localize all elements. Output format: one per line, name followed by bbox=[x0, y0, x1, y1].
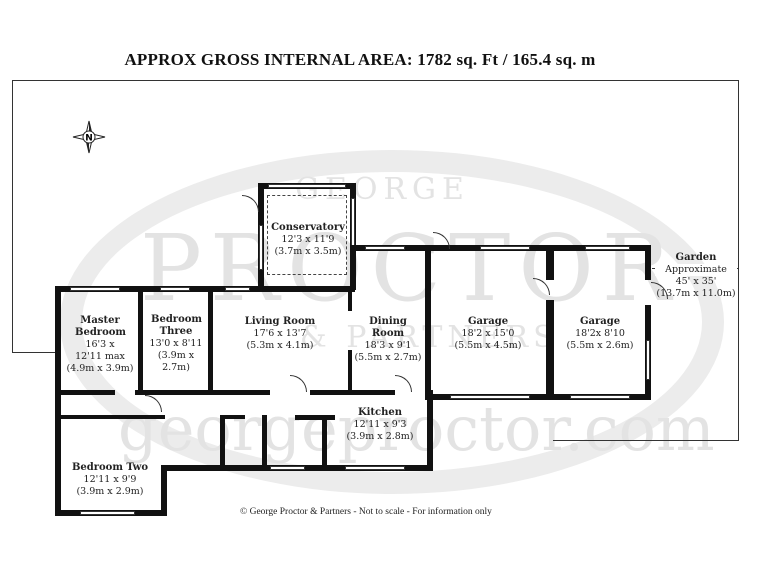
copyright-footer: © George Proctor & Partners - Not to sca… bbox=[240, 507, 492, 517]
garden-size-imperial: 45' x 35' bbox=[675, 276, 717, 287]
window bbox=[80, 511, 135, 515]
garden-label: Garden Approximate 45' x 35' (13.7m x 11… bbox=[655, 252, 737, 300]
garden-name: Garden bbox=[675, 252, 717, 263]
wall bbox=[220, 415, 245, 419]
wall bbox=[546, 250, 554, 280]
room-name: Kitchen bbox=[357, 407, 403, 418]
room-master-bedroom: Master Bedroom 16'3 x 12'11 max (4.9m x … bbox=[62, 315, 138, 375]
wall bbox=[427, 390, 433, 471]
room-name: Living Room bbox=[244, 316, 316, 327]
room-size-imperial: 17'6 x 13'7 bbox=[253, 328, 307, 339]
wall bbox=[425, 394, 650, 400]
room-garage-1: Garage 18'2 x 15'0 (5.5m x 4.5m) bbox=[440, 316, 536, 352]
wall bbox=[208, 286, 213, 391]
room-conservatory: Conservatory 12'3 x 11'9 (3.7m x 3.5m) bbox=[262, 222, 354, 258]
window bbox=[480, 246, 530, 250]
wall bbox=[55, 390, 115, 395]
room-bedroom-two: Bedroom Two 12'11 x 9'9 (3.9m x 2.9m) bbox=[62, 462, 158, 498]
wall bbox=[55, 286, 61, 516]
garage-door bbox=[450, 395, 530, 399]
room-name: Bedroom Three bbox=[151, 314, 202, 337]
room-kitchen: Kitchen 12'11 x 9'3 (3.9m x 2.8m) bbox=[330, 407, 430, 443]
room-name: Garage bbox=[579, 316, 621, 327]
room-size-metric: (5.3m x 4.1m) bbox=[246, 340, 314, 351]
garden-note: Approximate bbox=[655, 264, 737, 276]
garden-boundary bbox=[738, 80, 739, 440]
window bbox=[646, 340, 650, 380]
garden-boundary bbox=[12, 80, 13, 352]
window bbox=[70, 287, 120, 291]
room-size-imperial: 18'2x 8'10 bbox=[575, 328, 625, 339]
watermark-top: GEORGE bbox=[295, 172, 470, 207]
room-garage-2: Garage 18'2x 8'10 (5.5m x 2.6m) bbox=[555, 316, 645, 352]
garden-boundary bbox=[12, 352, 56, 353]
window bbox=[259, 225, 263, 270]
wall bbox=[310, 390, 395, 395]
wall bbox=[161, 465, 167, 516]
window bbox=[160, 287, 190, 291]
garden-boundary bbox=[553, 440, 739, 441]
wall bbox=[645, 245, 651, 280]
wall bbox=[350, 245, 356, 290]
wall bbox=[322, 415, 327, 470]
room-size-imperial: 18'3 x 9'1 bbox=[364, 340, 412, 351]
wall bbox=[425, 250, 431, 400]
room-name: Master Bedroom bbox=[75, 315, 126, 338]
room-name: Conservatory bbox=[271, 222, 345, 233]
gross-area-title: APPROX GROSS INTERNAL AREA: 1782 sq. Ft … bbox=[124, 50, 596, 69]
room-bedroom-three: Bedroom Three 13'0 x 8'11 (3.9m x 2.7m) bbox=[143, 314, 209, 374]
window bbox=[365, 246, 405, 250]
room-size-metric: (3.9m x 2.7m) bbox=[157, 350, 195, 373]
wall bbox=[135, 390, 270, 395]
room-size-metric: (3.9m x 2.9m) bbox=[76, 486, 144, 497]
window bbox=[268, 184, 346, 188]
north-compass-icon: N bbox=[72, 120, 106, 154]
wall bbox=[138, 286, 143, 391]
watermark-url: georgeproctor.com bbox=[118, 392, 715, 465]
garage-door bbox=[570, 395, 630, 399]
room-size-imperial: 12'3 x 11'9 bbox=[281, 234, 335, 245]
window bbox=[345, 466, 405, 470]
room-dining-room: Dining Room 18'3 x 9'1 (5.5m x 2.7m) bbox=[352, 316, 424, 364]
room-size-metric: (5.5m x 4.5m) bbox=[454, 340, 522, 351]
room-size-metric: (3.9m x 2.8m) bbox=[346, 431, 414, 442]
room-size-metric: (3.7m x 3.5m) bbox=[274, 246, 342, 257]
wall bbox=[348, 350, 352, 390]
room-living-room: Living Room 17'6 x 13'7 (5.3m x 4.1m) bbox=[213, 316, 347, 352]
wall bbox=[220, 415, 225, 470]
room-size-imperial: 13'0 x 8'11 bbox=[149, 338, 203, 349]
wall bbox=[55, 286, 355, 292]
compass-label: N bbox=[85, 134, 93, 144]
wall bbox=[262, 415, 267, 470]
wall bbox=[348, 286, 352, 311]
room-name: Bedroom Two bbox=[71, 462, 149, 473]
wall bbox=[55, 415, 165, 419]
room-size-metric: (5.5m x 2.7m) bbox=[354, 352, 422, 363]
conservatory-roof bbox=[267, 195, 347, 275]
room-size-imperial: 16'3 x 12'11 max bbox=[75, 339, 125, 362]
room-size-imperial: 12'11 x 9'3 bbox=[353, 419, 407, 430]
room-name: Dining Room bbox=[369, 316, 407, 339]
wall bbox=[546, 300, 554, 400]
room-size-metric: (5.5m x 2.6m) bbox=[566, 340, 634, 351]
window bbox=[585, 246, 630, 250]
room-name: Garage bbox=[467, 316, 509, 327]
garden-boundary bbox=[12, 80, 739, 81]
window bbox=[225, 287, 250, 291]
room-size-imperial: 18'2 x 15'0 bbox=[461, 328, 515, 339]
room-size-metric: (4.9m x 3.9m) bbox=[66, 363, 134, 374]
wall bbox=[295, 415, 335, 420]
window bbox=[270, 466, 305, 470]
garden-size-metric: (13.7m x 11.0m) bbox=[656, 288, 736, 299]
room-size-imperial: 12'11 x 9'9 bbox=[83, 474, 137, 485]
watermark-brand: PROCTOR bbox=[140, 215, 680, 322]
